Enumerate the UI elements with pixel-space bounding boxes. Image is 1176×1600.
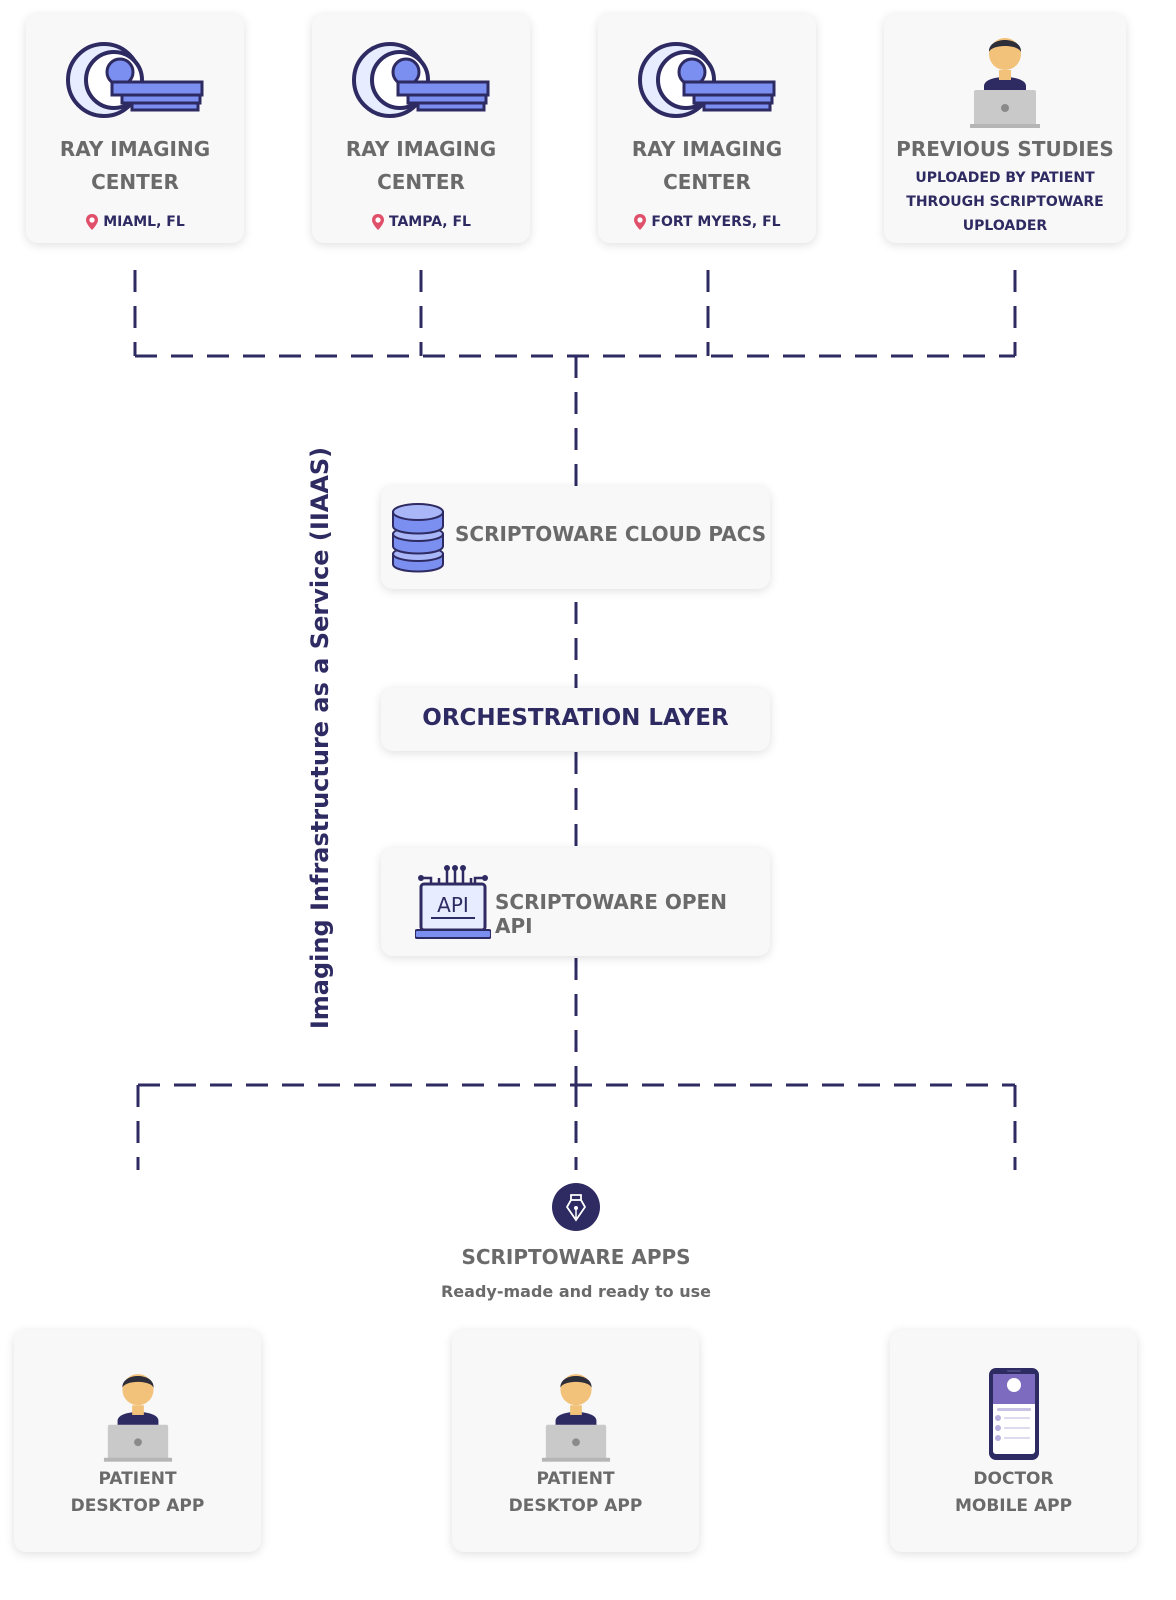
open-api-label: SCRIPTOWARE OPEN API — [495, 890, 727, 938]
app-card-patient-desktop: PATIENT DESKTOP APP — [452, 1330, 699, 1552]
app-label-line2: MOBILE APP — [954, 1496, 1073, 1516]
database-icon — [392, 503, 444, 573]
previous-studies-description: UPLOADED BY PATIENT THROUGH SCRIPTOWARE … — [900, 166, 1110, 238]
source-title-line2: CENTER — [663, 170, 751, 194]
location-pin-icon — [372, 214, 384, 230]
user-laptop-icon — [103, 1374, 173, 1462]
source-card-miami: RAY IMAGING CENTER MIAML, FL — [26, 14, 244, 243]
location-text: FORT MYERS, FL — [651, 214, 781, 230]
app-label-line1: DOCTOR — [973, 1469, 1054, 1489]
mri-scanner-icon — [638, 42, 776, 118]
location-text: MIAML, FL — [103, 214, 185, 230]
orchestration-layer-box: ORCHESTRATION LAYER — [381, 688, 770, 751]
app-card-doctor-mobile: DOCTOR MOBILE APP — [890, 1330, 1137, 1552]
mri-scanner-icon — [66, 42, 204, 118]
app-label-line2: DESKTOP APP — [508, 1496, 643, 1516]
app-label-line2: DESKTOP APP — [70, 1496, 205, 1516]
source-title-line2: CENTER — [91, 170, 179, 194]
location-pin-icon — [634, 214, 647, 230]
infrastructure-label: Imaging Infrastructure as a Service (IIA… — [306, 446, 334, 1030]
cloud-pacs-box: SCRIPTOWARE CLOUD PACS — [381, 486, 770, 589]
app-card-patient-desktop: PATIENT DESKTOP APP — [14, 1330, 261, 1552]
mri-scanner-icon — [352, 42, 490, 118]
user-laptop-icon — [970, 38, 1040, 128]
source-location: FORT MYERS, FL — [598, 213, 816, 231]
description-line: UPLOADER — [962, 218, 1048, 234]
open-api-box: API SCRIPTOWARE OPEN API — [381, 848, 770, 956]
source-card-tampa: RAY IMAGING CENTER TAMPA, FL — [312, 14, 530, 243]
api-laptop-icon: API — [415, 865, 491, 939]
source-title-line1: RAY IMAGING — [631, 137, 783, 161]
apps-hub-title: SCRIPTOWARE APPS — [461, 1245, 691, 1269]
source-card-fort-myers: RAY IMAGING CENTER FORT MYERS, FL — [598, 14, 816, 243]
source-location: TAMPA, FL — [312, 213, 530, 231]
orchestration-label: ORCHESTRATION LAYER — [422, 705, 729, 731]
location-pin-icon — [86, 214, 99, 230]
location-text: TAMPA, FL — [389, 214, 471, 230]
source-title-line1: RAY IMAGING — [59, 137, 211, 161]
previous-studies-title: PREVIOUS STUDIES — [896, 137, 1114, 161]
cloud-pacs-label: SCRIPTOWARE CLOUD PACS — [455, 522, 767, 546]
source-title-line1: RAY IMAGING — [345, 137, 497, 161]
user-laptop-icon — [541, 1374, 611, 1462]
source-location: MIAML, FL — [26, 213, 244, 231]
description-line: UPLOADED BY PATIENT — [915, 170, 1095, 186]
pen-nib-icon — [552, 1183, 600, 1231]
source-title-line2: CENTER — [377, 170, 465, 194]
app-label: PATIENT DESKTOP APP — [452, 1466, 699, 1520]
app-label: PATIENT DESKTOP APP — [14, 1466, 261, 1520]
svg-text:API: API — [437, 893, 469, 917]
mobile-phone-icon — [989, 1368, 1039, 1460]
app-label: DOCTOR MOBILE APP — [890, 1466, 1137, 1520]
apps-hub-subtitle: Ready-made and ready to use — [440, 1282, 711, 1301]
app-label-line1: PATIENT — [98, 1469, 177, 1489]
app-label-line1: PATIENT — [536, 1469, 615, 1489]
description-line: THROUGH SCRIPTOWARE — [906, 194, 1104, 210]
previous-studies-card: PREVIOUS STUDIES UPLOADED BY PATIENT THR… — [884, 14, 1126, 243]
